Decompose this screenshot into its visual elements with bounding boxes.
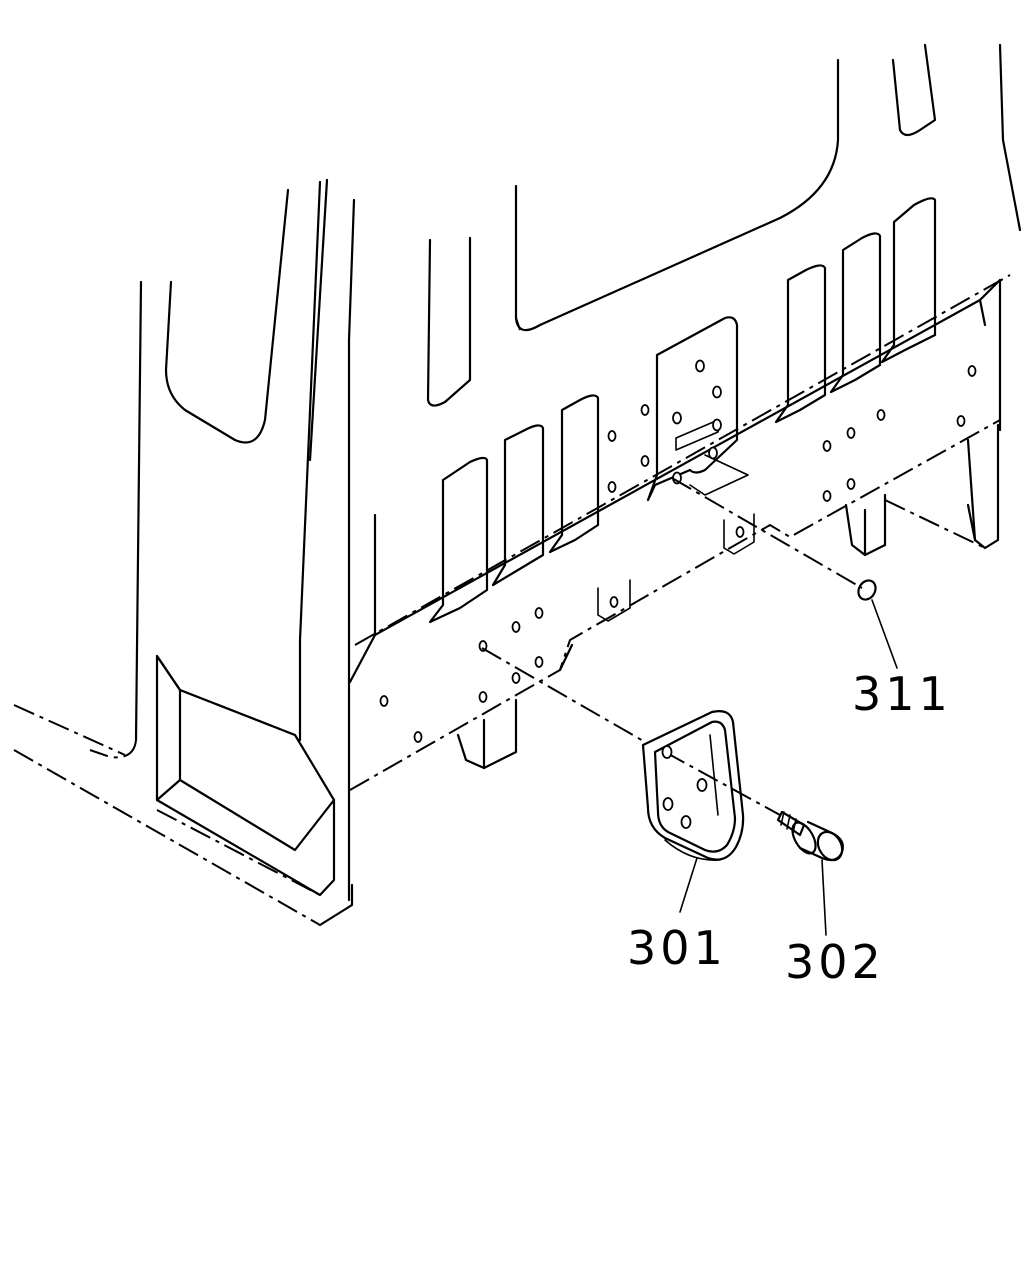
- cab-body-upper: [354, 43, 1022, 646]
- callout-311: 311: [852, 667, 952, 721]
- part-301-bracket: [641, 710, 745, 913]
- assembly-lines: [481, 477, 863, 816]
- cab-body-left: [13, 178, 356, 927]
- callout-labels: 311 301 302: [627, 667, 952, 989]
- upper-bracket-plate: [646, 316, 749, 502]
- cross-member: [348, 278, 1002, 791]
- part-311-washer: [857, 579, 898, 669]
- panel-fins: [428, 197, 937, 624]
- part-302-bolt: [776, 810, 844, 936]
- callout-302: 302: [785, 935, 885, 989]
- callout-301: 301: [627, 921, 727, 975]
- rail-holes: [379, 365, 977, 743]
